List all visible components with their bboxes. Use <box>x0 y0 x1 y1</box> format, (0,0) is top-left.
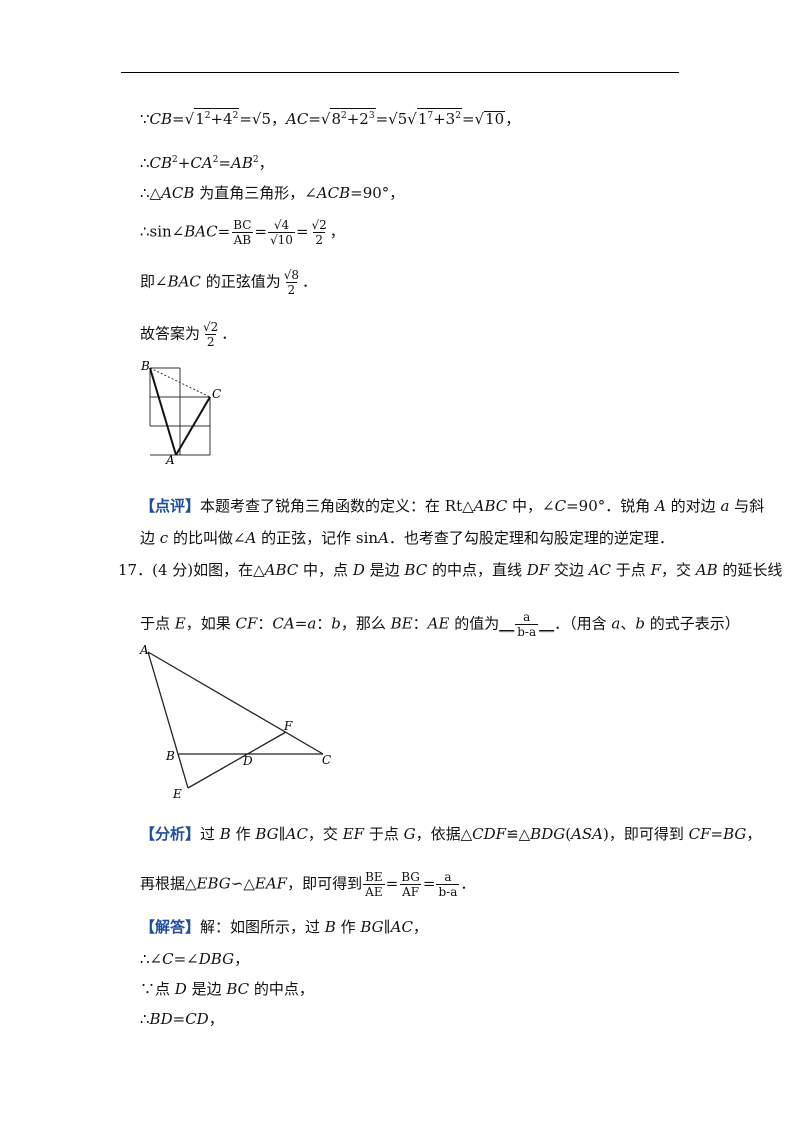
fig2-label-c: C <box>322 753 331 767</box>
fig1-label-c: C <box>212 387 221 401</box>
fig2-label-b: B <box>165 749 175 763</box>
solution-line-3: ∵点 D 是边 BC 的中点， <box>140 980 314 998</box>
figure-triangle-abc: A B C D E F <box>139 643 331 800</box>
solution-line-4: ∴BD=CD， <box>140 1010 224 1028</box>
review-line-1: 【点评】本题考查了锐角三角函数的定义：在 Rt△ABC 中，∠C=90°．锐角 … <box>140 497 765 515</box>
fig2-label-f: F <box>283 719 293 733</box>
solution-line-2: ∴∠C=∠DBG， <box>140 950 250 968</box>
frac-r4-r10: √4√10 <box>268 218 295 247</box>
review-line-2: 边 c 的比叫做∠A 的正弦，记作 sinA．也考查了勾股定理和勾股定理的逆定理… <box>140 529 674 547</box>
q17-line-1: 17．(4 分)如图，在△ABC 中，点 D 是边 BC 的中点，直线 DF 交… <box>118 561 783 579</box>
fig2-label-a: A <box>139 643 149 657</box>
line-2: ∴CB2+CA2=AB2， <box>140 154 274 172</box>
solution-line-1: 【解答】解：如图所示，过 B 作 BG∥AC， <box>140 918 428 936</box>
fig1-label-b: B <box>140 359 150 373</box>
solution-tag: 【解答】 <box>140 918 201 936</box>
fig2-label-d: D <box>242 754 253 768</box>
analysis-line-1: 【分析】过 B 作 BG∥AC，交 EF 于点 G，依据△CDF≌△BDG(AS… <box>140 825 762 843</box>
figure-grid-triangle: B C A <box>140 359 221 467</box>
header-rule <box>121 72 679 73</box>
line-3: ∴△ACB 为直角三角形，∠ACB=90°， <box>140 184 405 202</box>
line-1: ∵CB=√12+42=√5，AC=√82+23=√5√17+32=√10， <box>140 108 521 128</box>
analysis-tag: 【分析】 <box>140 825 201 843</box>
fig1-label-a: A <box>165 453 175 467</box>
review-tag: 【点评】 <box>140 497 201 515</box>
fig2-label-e: E <box>172 787 182 800</box>
